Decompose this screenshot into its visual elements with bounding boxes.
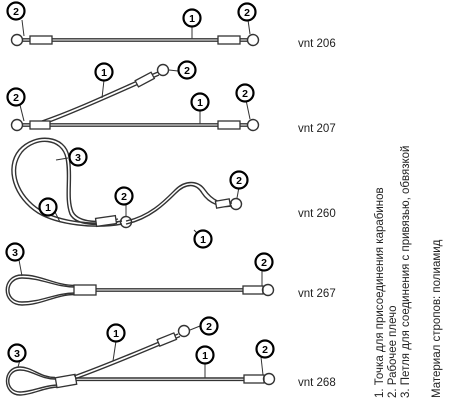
- legend-item-3-group: 3. Петля для соединения с привязью, обвя…: [400, 146, 412, 398]
- lanyard-vnt206: [10, 19, 260, 47]
- svg-text:1: 1: [101, 67, 107, 79]
- svg-text:2: 2: [242, 88, 248, 100]
- lanyard-vnt267: [5, 259, 275, 306]
- badge-2: 2: [235, 83, 255, 103]
- badge-1: 1: [190, 92, 210, 112]
- svg-text:2: 2: [206, 321, 212, 333]
- badge-3: 3: [7, 343, 27, 363]
- svg-text:2: 2: [121, 191, 127, 203]
- svg-text:2: 2: [184, 65, 190, 77]
- svg-text:3: 3: [75, 152, 81, 164]
- lanyard-vnt268: [5, 324, 276, 396]
- badge-2: 2: [199, 316, 219, 336]
- svg-text:3: 3: [14, 348, 20, 360]
- badge-2: 2: [254, 252, 274, 272]
- svg-text:2: 2: [261, 257, 267, 269]
- badge-2: 2: [114, 186, 134, 206]
- badge-3: 3: [5, 242, 25, 262]
- model-label-vnt206: vnt 206: [298, 38, 336, 50]
- badge-1: 1: [182, 8, 202, 28]
- badge-2: 2: [177, 60, 197, 80]
- svg-text:1: 1: [45, 202, 51, 214]
- svg-text:3: 3: [12, 247, 18, 259]
- material-note: Материал стропов: полиамид: [431, 239, 443, 398]
- legend-item-1: 1. Точка для присоединения карабинов: [374, 187, 386, 398]
- badge-2: 2: [6, 87, 26, 107]
- badge-2: 2: [255, 339, 275, 359]
- badge-2: 2: [229, 170, 249, 190]
- badge-2: 2: [6, 1, 26, 21]
- legend-item-2-group: 2. Рабочее плечо: [387, 305, 399, 398]
- badge-2: 2: [237, 2, 257, 22]
- svg-text:1: 1: [200, 234, 206, 246]
- svg-text:1: 1: [197, 97, 203, 109]
- svg-text:2: 2: [244, 7, 250, 19]
- badge-1: 1: [38, 197, 58, 217]
- svg-text:2: 2: [13, 92, 19, 104]
- svg-text:2: 2: [13, 6, 19, 18]
- svg-text:2: 2: [236, 175, 242, 187]
- legend-item-2: 2. Рабочее плечо: [387, 305, 399, 398]
- badge-1: 1: [94, 62, 114, 82]
- model-label-vnt207: vnt 207: [298, 123, 336, 135]
- material-note-group: Материал стропов: полиамид: [431, 239, 443, 398]
- svg-text:1: 1: [113, 328, 119, 340]
- badge-1: 1: [195, 345, 215, 365]
- legend-item-3: 3. Петля для соединения с привязью, обвя…: [400, 146, 412, 398]
- svg-text:2: 2: [262, 344, 268, 356]
- lanyard-vnt207: [10, 63, 260, 132]
- badge-1: 1: [193, 229, 213, 249]
- svg-text:1: 1: [189, 13, 195, 25]
- model-label-vnt268: vnt 268: [298, 377, 336, 389]
- lanyard-vnt260: [11, 137, 243, 237]
- svg-text:1: 1: [202, 350, 208, 362]
- model-label-vnt260: vnt 260: [298, 208, 336, 220]
- badge-1: 1: [106, 323, 126, 343]
- model-label-vnt267: vnt 267: [298, 288, 336, 300]
- legend: 1. Точка для присоединения карабинов: [374, 187, 386, 398]
- badge-3: 3: [68, 147, 88, 167]
